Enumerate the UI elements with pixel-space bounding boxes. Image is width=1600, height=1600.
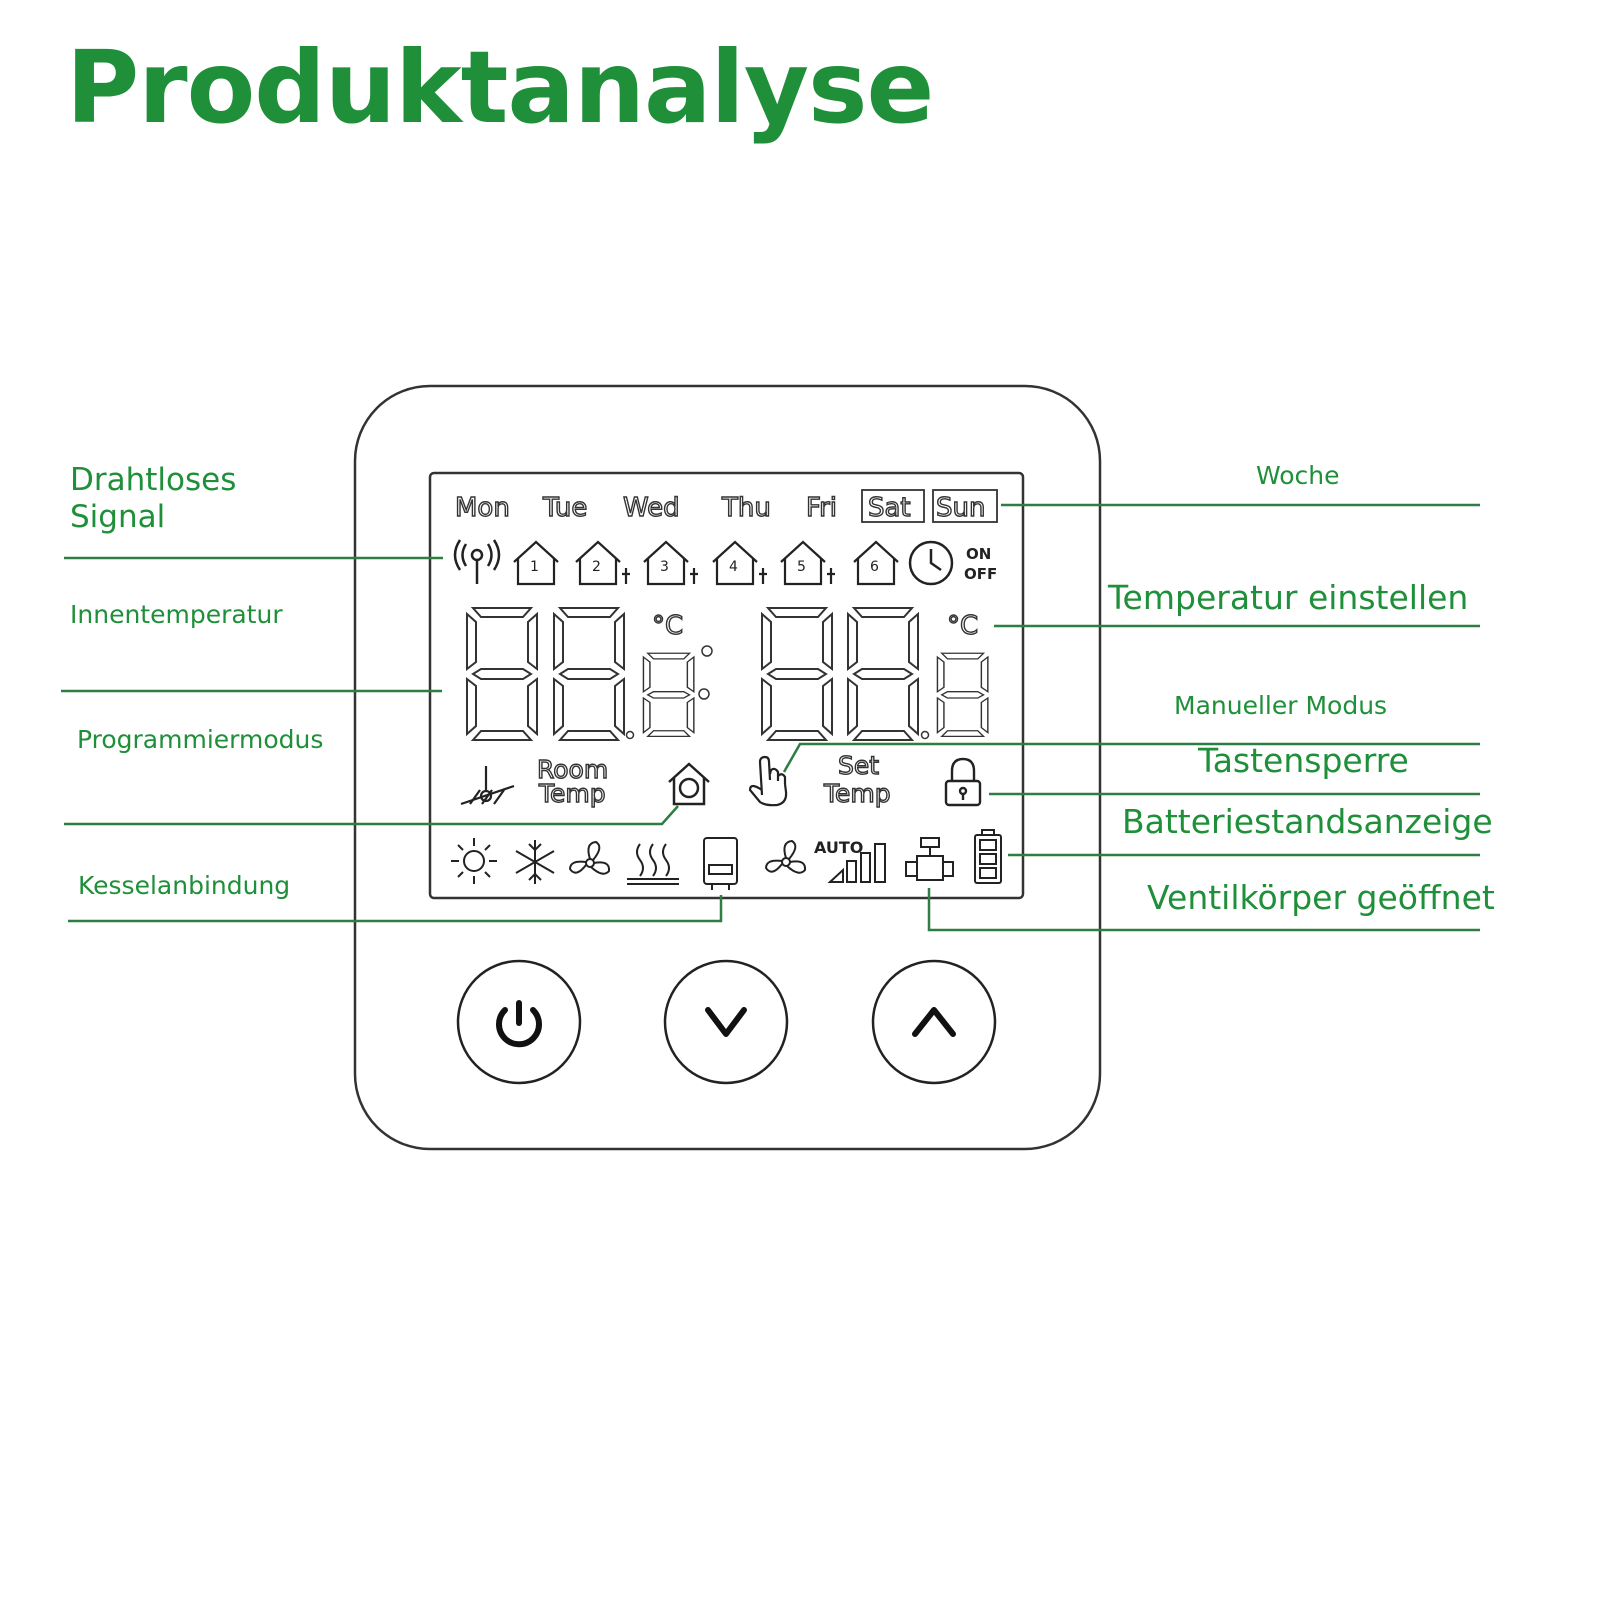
day-wed: Wed xyxy=(623,493,680,523)
program-number-2: 2 xyxy=(592,559,601,575)
leader-valve xyxy=(927,888,1480,932)
day-sun: Sun xyxy=(936,493,985,523)
clock-icon xyxy=(908,540,954,586)
day-tue: Tue xyxy=(542,493,587,523)
day-sat: Sat xyxy=(868,493,911,523)
wifi-signal-icon xyxy=(453,539,501,584)
snowflake-icon xyxy=(515,840,555,884)
room-temp-line1: Room xyxy=(537,755,608,784)
label-set-temperature: Temperatur einstellen xyxy=(1108,578,1469,617)
chevron-up-icon xyxy=(912,1007,956,1037)
leader-program-mode xyxy=(64,805,679,826)
fan-speed-icon xyxy=(764,839,886,883)
program-number-4: 4 xyxy=(729,559,738,575)
leader-manual-mode xyxy=(782,742,1480,773)
power-button[interactable] xyxy=(456,959,582,1085)
floor-sensor-icon xyxy=(460,766,515,806)
label-boiler-connection: Kesselanbindung xyxy=(78,871,291,900)
set-temp-line2: Temp xyxy=(823,779,891,808)
room-temp-digits xyxy=(466,607,713,741)
label-program-mode: Programmiermodus xyxy=(77,725,324,754)
off-label: OFF xyxy=(964,565,997,583)
valve-icon xyxy=(905,837,954,881)
program-house-2-icon xyxy=(575,540,630,586)
program-number-3: 3 xyxy=(660,559,669,575)
set-temp-unit: °C xyxy=(947,611,978,641)
day-fri: Fri xyxy=(806,493,837,523)
program-house-1-icon xyxy=(513,540,559,586)
label-battery-indicator: Batteriestandsanzeige xyxy=(1122,802,1493,841)
hand-icon xyxy=(748,755,788,807)
down-button[interactable] xyxy=(663,959,789,1085)
day-thu: Thu xyxy=(721,493,771,523)
label-valve-open: Ventilkörper geöffnet xyxy=(1147,878,1495,917)
program-house-4-icon xyxy=(712,540,767,586)
sun-icon xyxy=(451,838,497,884)
up-button[interactable] xyxy=(871,959,997,1085)
battery-icon xyxy=(974,829,1002,884)
label-manual-mode: Manueller Modus xyxy=(1174,691,1388,720)
chevron-down-icon xyxy=(705,1007,747,1037)
day-sat-box xyxy=(861,489,925,523)
set-temp-digits xyxy=(761,607,989,741)
set-temp-line1: Set xyxy=(838,751,879,780)
leader-lines xyxy=(61,503,1480,932)
program-number-6: 6 xyxy=(870,559,879,575)
lock-icon xyxy=(944,757,982,807)
program-house-3-icon xyxy=(643,540,698,586)
on-label: ON xyxy=(966,545,991,563)
program-house-5-icon xyxy=(780,540,835,586)
floor-heating-icon xyxy=(627,843,679,885)
boiler-icon xyxy=(703,837,738,890)
room-temp-line2: Temp xyxy=(538,779,606,808)
page-title: Produktanalyse xyxy=(66,29,934,146)
label-key-lock: Tastensperre xyxy=(1198,741,1409,780)
fan-icon xyxy=(568,840,611,875)
lcd-screen xyxy=(428,471,1025,900)
room-temp-unit: °C xyxy=(652,611,683,641)
program-number-5: 5 xyxy=(797,559,806,575)
auto-label: AUTO xyxy=(814,838,863,857)
label-week: Woche xyxy=(1256,461,1340,490)
program-number-1: 1 xyxy=(530,559,539,575)
program-house-6-icon xyxy=(853,540,899,586)
day-sun-box xyxy=(932,489,998,523)
power-icon xyxy=(496,1000,542,1048)
leader-boiler xyxy=(68,895,723,923)
day-mon: Mon xyxy=(455,493,510,523)
label-indoor-temperature: Innentemperatur xyxy=(70,600,283,629)
label-wireless-signal: Drahtloses Signal xyxy=(70,462,237,536)
